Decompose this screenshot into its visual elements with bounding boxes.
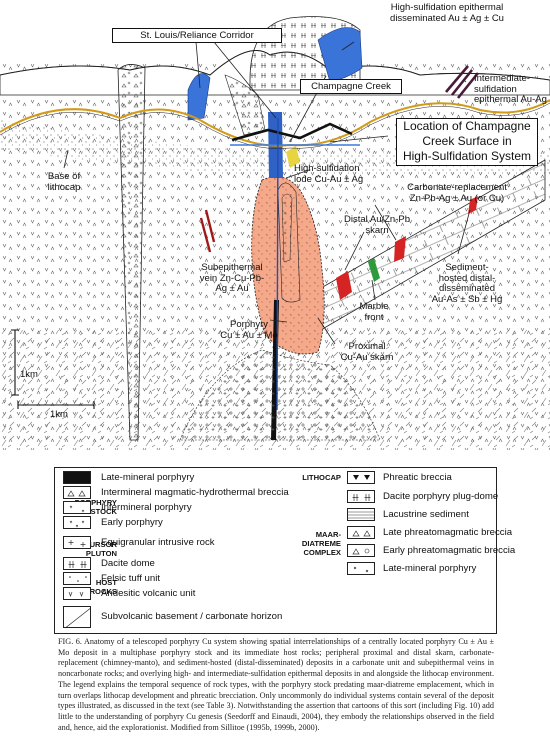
label-marble-front: Marble front (359, 301, 389, 323)
label-high-sulfidation-lode: High-sulfidation lode Cu-Au ± Ag (294, 163, 364, 185)
swatch-early-phreatomagmatic (347, 544, 375, 557)
label-high-sulfidation-disseminated: High-sulfidation epithermal disseminated… (390, 2, 504, 24)
swatch-late-phreatomagmatic (347, 526, 375, 539)
subepithermal-veins (199, 209, 216, 253)
drill-hole (276, 117, 279, 411)
legend-text: Phreatic breccia (383, 472, 452, 483)
legend-item-intermineral-porphyry: Intermineral porphyry (63, 501, 293, 515)
legend-group-precursor-pluton: PRECURSOR PLUTON (68, 540, 117, 558)
legend-group-lithocap: LITHOCAP (302, 473, 341, 482)
label-st-louis-corridor: St. Louis/Reliance Corridor (112, 28, 282, 43)
legend-text: Lacustrine sediment (383, 509, 469, 520)
swatch-early-porphyry (63, 516, 91, 529)
label-sediment-hosted: Sediment- hosted distal- disseminated Au… (431, 262, 503, 305)
swatch-lacustrine (347, 508, 375, 521)
swatch-dacite-plug-dome (347, 490, 375, 503)
legend-item-late-phreatomagmatic: Late phreatomagmatic breccia (347, 526, 512, 540)
sediment-hosted-zone (468, 196, 478, 214)
swatch-late-mineral-porphyry (63, 471, 91, 484)
legend-group-porphyry-stock: PORPHYRY STOCK (74, 498, 117, 516)
swatch-intermineral-porphyry (63, 501, 91, 514)
label-subepithermal-vein: Subepithermal vein Zn-Cu-Pb- Ag ± Au (199, 262, 265, 294)
legend-item-andesitic: Andesitic volcanic unit (63, 587, 293, 601)
swatch-phreatic-breccia (347, 471, 375, 484)
equigranular-intrusion (179, 349, 381, 441)
legend-text: Late phreatomagmatic breccia (383, 527, 513, 538)
swatch-breccia (63, 486, 91, 499)
legend-text: Late-mineral porphyry (383, 563, 477, 574)
swatch-basement (63, 606, 91, 628)
label-proximal-skarn: Proximal Cu-Au skarn (340, 341, 394, 363)
breccia-pipe (281, 193, 293, 263)
legend-item-early-porphyry: Early porphyry (63, 516, 293, 530)
scale-bar-vertical (11, 329, 19, 396)
distal-skarn (336, 271, 352, 300)
legend-text: Intermineral magmatic-hydrothermal brecc… (101, 487, 289, 498)
legend-item-late-mineral-porphyry-right: Late-mineral porphyry (347, 562, 495, 576)
swatch-late-mineral-porphyry-right (347, 562, 375, 575)
label-distal-skarn: Distal Au/Zn-Pb skarn (344, 214, 410, 236)
leader-lines (63, 41, 471, 345)
label-scale-vertical: 1km (20, 369, 38, 380)
label-carbonate-replacement: Carbonate-replacement Zn-Pb-Ag ± Au (or … (407, 182, 507, 204)
scale-bar-horizontal (17, 401, 95, 409)
legend: PORPHYRY STOCK PRECURSOR PLUTON HOST ROC… (54, 467, 515, 634)
label-champagne-creek: Champagne Creek (300, 79, 402, 94)
legend-item-basement: Subvolcanic basement / carbonate horizon (63, 606, 293, 628)
label-intermediate-sulfidation: Intermediate- sulfidation epithermal Au-… (474, 73, 547, 105)
legend-item-late-mineral-porphyry: Late-mineral porphyry (63, 471, 293, 485)
legend-item-phreatic-breccia: Phreatic breccia (347, 471, 495, 485)
early-porphyry (277, 182, 301, 303)
figure-caption: FIG. 6. Anatomy of a telescoped porphyry… (58, 637, 494, 732)
swatch-andesitic (63, 587, 91, 600)
swatch-equigranular (63, 536, 91, 549)
legend-text: Equigranular intrusive rock (101, 537, 215, 548)
legend-text: Subvolcanic basement / carbonate horizon (101, 611, 283, 622)
legend-text: Early phreatomagmatic breccia (383, 545, 516, 556)
legend-item-magmatic-hydrothermal-breccia: Intermineral magmatic-hydrothermal brecc… (63, 486, 293, 500)
diatreme-center (224, 74, 266, 136)
swatch-dacite-dome (63, 557, 91, 570)
location-of-champagne-creek-box: Location of Champagne Creek Surface in H… (396, 118, 538, 166)
legend-item-lacustrine: Lacustrine sediment (347, 508, 495, 522)
legend-group-maar-diatreme: MAAR- DIATREME COMPLEX (301, 530, 341, 557)
label-scale-horizontal: 1km (50, 409, 68, 420)
champagne-creek-surface (231, 122, 353, 142)
legend-text: Felsic tuff unit (101, 573, 161, 584)
porphyry-ore-zone (251, 176, 325, 354)
intermediate-sulfidation-veins (445, 65, 480, 99)
legend-text: Intermineral porphyry (101, 502, 192, 513)
marble-front (368, 258, 380, 282)
label-porphyry: Porphyry Cu ± Au ± Mo (220, 319, 278, 341)
legend-item-felsic-tuff: Felsic tuff unit (63, 572, 293, 586)
legend-item-early-phreatomagmatic: Early phreatomagmatic breccia (347, 544, 515, 558)
carbonate-replacement-zone (394, 236, 406, 262)
legend-item-equigranular: Equigranular intrusive rock (63, 536, 293, 550)
st-louis-corridor-body (187, 73, 211, 121)
lode-cap (286, 146, 300, 168)
swatch-felsic-tuff (63, 572, 91, 585)
legend-text: Late-mineral porphyry (101, 472, 195, 483)
legend-item-dacite-dome: Dacite dome (63, 557, 293, 571)
lithocap-outline (0, 102, 550, 149)
legend-group-host-rocks: HOST ROCKS (89, 578, 117, 596)
legend-text: Andesitic volcanic unit (101, 588, 196, 599)
legend-text: Dacite porphyry plug-dome (383, 491, 499, 502)
legend-item-dacite-plug-dome: Dacite porphyry plug-dome (347, 490, 499, 504)
label-base-of-lithocap: Base of lithocap (47, 171, 81, 193)
porphyry-system-diagram (0, 16, 550, 450)
legend-text: Early porphyry (101, 517, 163, 528)
maar-diatreme-left (117, 64, 146, 441)
legend-text: Dacite dome (101, 558, 155, 569)
